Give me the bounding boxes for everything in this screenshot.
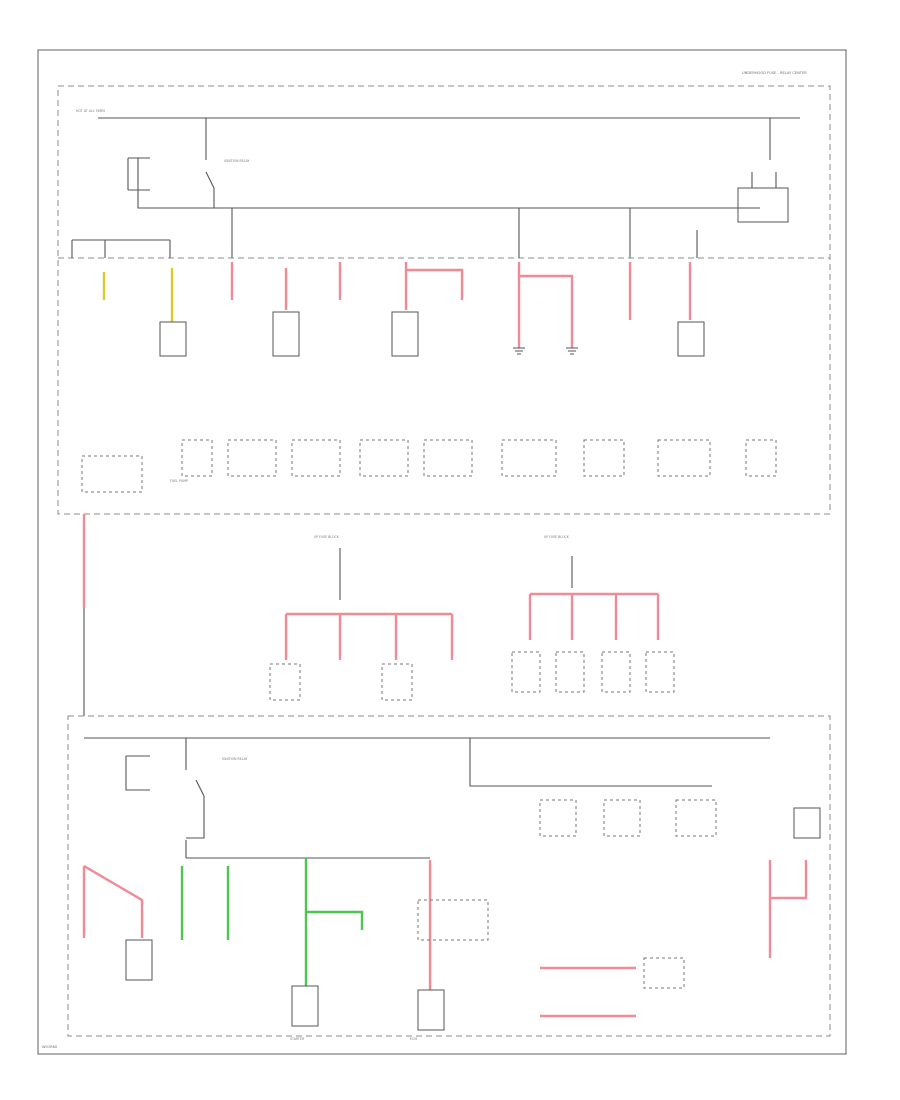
lower-relay-box <box>125 755 150 791</box>
lower-module-4 <box>417 899 489 941</box>
outer-frame <box>37 49 847 1055</box>
mid-pink-bus-right <box>528 592 660 640</box>
footer-code: W01R60 <box>42 1045 58 1049</box>
ip-fuse-block-label-right: I/P FUSE BLOCK <box>544 535 570 539</box>
lower-component-1 <box>125 939 153 981</box>
module-box-7 <box>501 439 557 477</box>
component-box-4 <box>677 321 705 357</box>
module-box-2 <box>181 439 213 477</box>
module-box-4 <box>291 439 341 477</box>
lower-component-3 <box>417 989 445 1031</box>
lower-relay-drop <box>185 738 205 839</box>
lower-component-2 <box>291 985 319 1027</box>
ignition-relay-label: IGNITION RELAY <box>224 159 250 163</box>
lower-module-1 <box>539 799 577 837</box>
right-relay-box <box>737 187 789 223</box>
ecm-label: ECM <box>410 1037 417 1041</box>
lower-module-5 <box>643 957 685 989</box>
relay-contact <box>205 171 215 208</box>
battery-label: HOT AT ALL TIMES <box>76 109 105 113</box>
lower-fuse-feed <box>469 738 712 787</box>
module-box-1 <box>81 455 143 493</box>
component-box-1 <box>159 321 187 357</box>
mid-module-3 <box>511 651 541 693</box>
ip-fuse-block-label-left: I/P FUSE BLOCK <box>314 535 340 539</box>
mid-module-5 <box>601 651 631 693</box>
ground-symbol-2 <box>566 347 578 355</box>
module-box-5 <box>359 439 409 477</box>
mid-module-6 <box>645 651 675 693</box>
lower-module-3 <box>675 799 717 837</box>
lower-center-bus <box>185 840 430 859</box>
module-box-10 <box>745 439 777 477</box>
underhood-fuse-relay-center-label: UNDERHOOD FUSE - RELAY CENTER <box>742 71 807 75</box>
lower-relay-label: IGNITION RELAY <box>222 757 248 761</box>
ground-symbol-1 <box>513 347 525 355</box>
fuel-pump-label: FUEL PUMP <box>170 479 188 483</box>
underhood-fuse-relay-center-outline <box>57 85 831 515</box>
module-box-6 <box>423 439 473 477</box>
relay-feed-left <box>137 158 195 209</box>
mid-module-1 <box>269 663 301 701</box>
lower-fuse-block-outline <box>67 715 831 1037</box>
starter-label: STARTER <box>290 1037 305 1041</box>
right-relay-lead <box>751 172 777 188</box>
lower-module-2 <box>603 799 641 837</box>
pink-circuit-5 <box>517 262 574 348</box>
module-box-9 <box>657 439 711 477</box>
left-feed-tee <box>71 239 171 258</box>
lower-component-4 <box>793 807 821 839</box>
lower-green-3 <box>304 858 364 986</box>
mid-pink-bus-left <box>284 612 454 660</box>
lower-pink-left <box>82 864 144 938</box>
module-box-3 <box>227 439 277 477</box>
pink-circuit-4 <box>404 262 464 310</box>
component-box-3 <box>391 311 419 357</box>
relay-bracket <box>127 157 150 191</box>
mid-module-2 <box>381 663 413 701</box>
module-box-8 <box>583 439 625 477</box>
lower-pink-right <box>768 860 808 958</box>
mid-module-4 <box>555 651 585 693</box>
component-box-2 <box>272 311 300 357</box>
